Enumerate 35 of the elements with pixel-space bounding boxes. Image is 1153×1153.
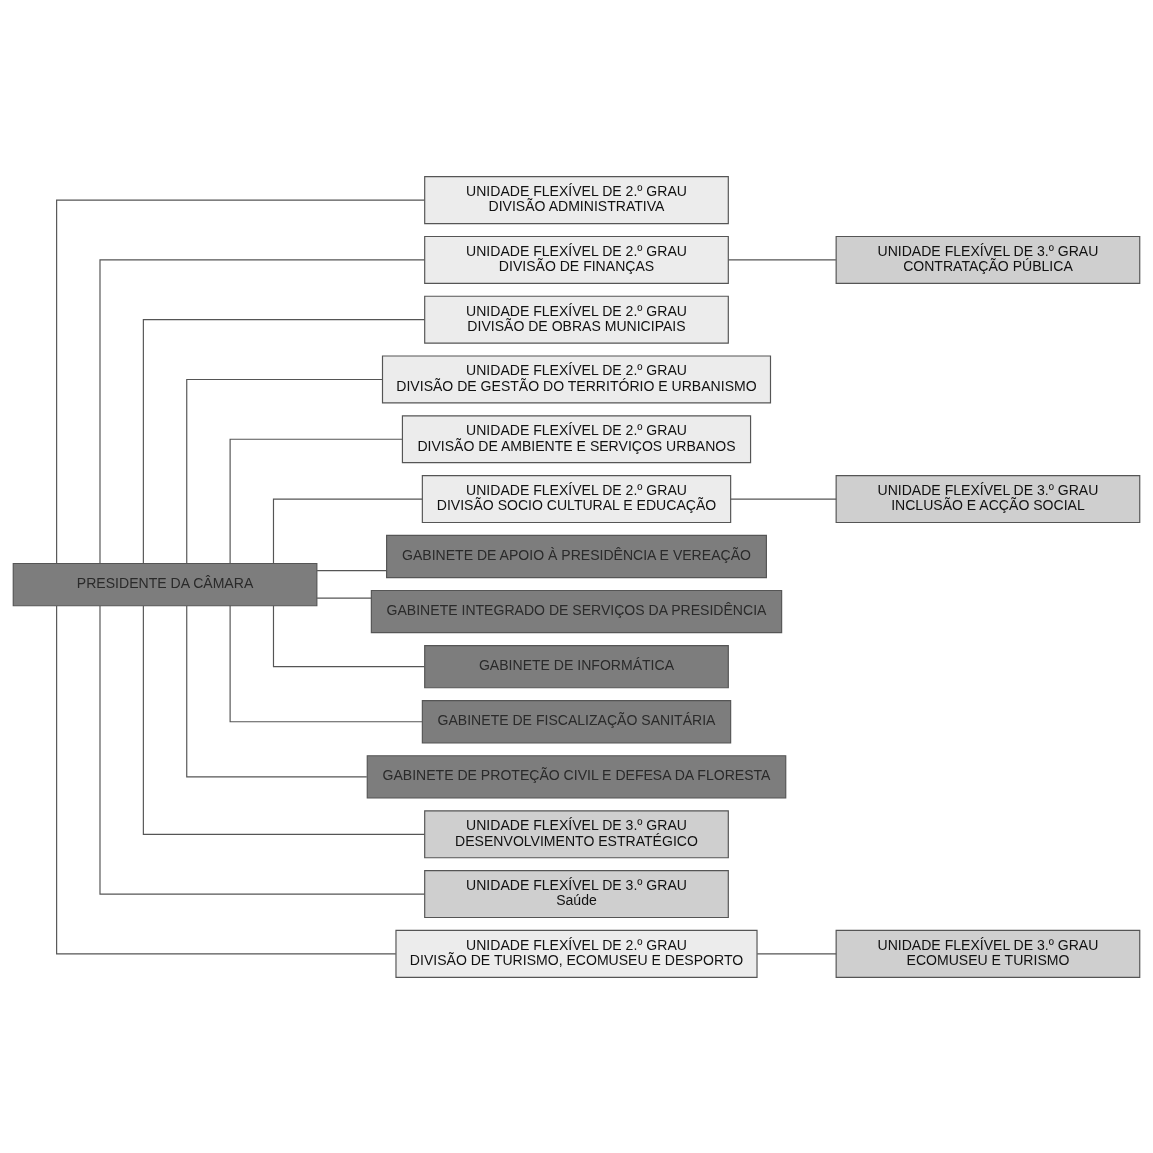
node-box: UNIDADE FLEXÍVEL DE 2.º GRAU DIVISÃO ADMINISTRATIVA <box>424 175 729 224</box>
connector <box>56 605 397 954</box>
node-box: UNIDADE FLEXÍVEL DE 2.º GRAU DIVISÃO DE GESTÃO DO TERRITÓRIO E URBANISMO <box>381 354 772 403</box>
connector <box>99 258 425 564</box>
connector <box>316 569 387 571</box>
node-box: UNIDADE FLEXÍVEL DE 2.º GRAU DIVISÃO DE TURISMO, ECOMUSEU E DESPORTO <box>395 929 758 978</box>
connector <box>56 199 425 564</box>
connector <box>142 604 425 835</box>
connector <box>229 604 423 722</box>
connector <box>142 318 425 564</box>
node-box: GABINETE INTEGRADO DE SERVIÇOS DA PRESIDÊNCIA <box>370 589 783 633</box>
connector <box>316 597 372 599</box>
connector <box>272 497 423 564</box>
connector <box>229 438 403 564</box>
connector <box>730 497 837 500</box>
node-box: GABINETE DE INFORMÁTICA <box>424 644 729 688</box>
node-box: UNIDADE FLEXÍVEL DE 2.º GRAU DIVISÃO DE AMBIENTE E SERVIÇOS URBANOS <box>401 414 752 463</box>
node-box: UNIDADE FLEXÍVEL DE 3.º GRAU CONTRATAÇÃO PÚBLICA <box>835 235 1141 284</box>
connector <box>186 378 383 564</box>
node-box: GABINETE DE FISCALIZAÇÃO SANITÁRIA <box>421 699 732 743</box>
connector <box>186 604 368 777</box>
connector <box>727 258 837 260</box>
node-box: UNIDADE FLEXÍVEL DE 2.º GRAU DIVISÃO DE FINANÇAS <box>424 235 729 284</box>
connector <box>272 604 426 667</box>
node-box: UNIDADE FLEXÍVEL DE 2.º GRAU DIVISÃO DE OBRAS MUNICIPAIS <box>424 295 729 344</box>
node-box: UNIDADE FLEXÍVEL DE 3.º GRAU INCLUSÃO E ACÇÃO SOCIAL <box>835 474 1141 523</box>
connector <box>756 952 837 954</box>
node-box: GABINETE DE PROTEÇÃO CIVIL E DEFESA DA FLORESTA <box>366 754 787 799</box>
node-box: GABINETE DE APOIO À PRESIDÊNCIA E VEREAÇÃO <box>386 534 767 578</box>
node-box: UNIDADE FLEXÍVEL DE 3.º GRAU DESENVOLVIMENTO ESTRATÉGICO <box>424 809 729 858</box>
node-box: PRESIDENTE DA CÂMARA <box>12 562 318 606</box>
node-box: UNIDADE FLEXÍVEL DE 3.º GRAU ECOMUSEU E TURISMO <box>835 929 1141 978</box>
node-box: UNIDADE FLEXÍVEL DE 2.º GRAU DIVISÃO SOCIO CULTURAL E EDUCAÇÃO <box>421 474 732 523</box>
node-box: UNIDADE FLEXÍVEL DE 3.º GRAU Saúde <box>424 869 729 918</box>
connector <box>99 604 425 895</box>
